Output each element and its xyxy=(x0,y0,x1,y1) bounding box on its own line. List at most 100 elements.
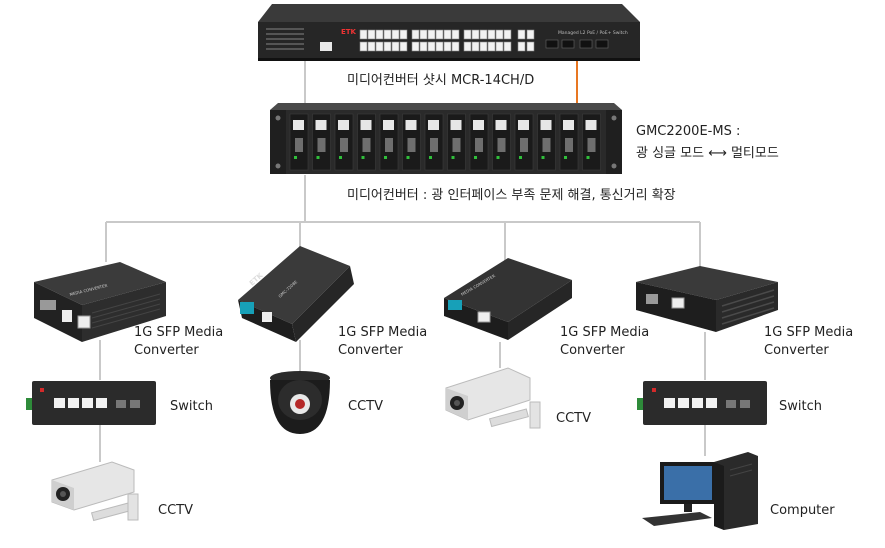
slot-rj45-port xyxy=(563,120,574,130)
computer xyxy=(642,452,758,530)
slot-led xyxy=(541,156,545,159)
branch2-cctv-label: CCTV xyxy=(348,399,383,414)
branch4-converter-label-2: Converter xyxy=(764,343,829,358)
slot-led xyxy=(586,156,590,159)
slot-rj45-port xyxy=(383,120,394,130)
slot-led xyxy=(429,156,432,159)
slot-sfp-port xyxy=(520,138,528,152)
switch-port xyxy=(463,29,472,40)
switch-port xyxy=(443,41,452,52)
switch-port xyxy=(383,29,392,40)
switch-port xyxy=(479,41,488,52)
slot-rj45-port xyxy=(473,120,484,130)
switch-port xyxy=(451,29,460,40)
slot-led xyxy=(294,156,297,159)
switch-port xyxy=(411,41,420,52)
media-converter-1: MEDIA CONVERTER xyxy=(34,262,166,342)
slot-rj45-port xyxy=(428,120,439,130)
chassis-note: 미디어컨버터 : 광 인터페이스 부족 문제 해결, 통신거리 확장 xyxy=(347,188,676,203)
dome-camera xyxy=(270,371,330,434)
switch-port xyxy=(427,41,436,52)
switch-port xyxy=(367,41,376,52)
slot-led xyxy=(564,156,567,159)
switch-port xyxy=(463,41,472,52)
slot-rj45-port xyxy=(405,120,417,130)
slot-sfp-port xyxy=(452,138,461,152)
slot-sfp-port xyxy=(475,138,483,152)
switch-port xyxy=(399,29,408,40)
branch4-converter-label-1: 1G SFP Media xyxy=(764,325,854,340)
switch-port xyxy=(479,29,488,40)
branch1-cctv-label: CCTV xyxy=(158,503,193,518)
slot-led xyxy=(474,156,477,159)
branch2-converter-label-1: 1G SFP Media xyxy=(338,325,428,340)
slot-sfp-port xyxy=(565,138,573,152)
chassis-caption: 미디어컨버터 샷시 MCR-14CH/D xyxy=(347,73,535,88)
slot-sfp-port xyxy=(587,138,596,152)
switch-port xyxy=(359,41,368,52)
switch-port xyxy=(419,41,428,52)
switch-port xyxy=(419,29,428,40)
switch-port xyxy=(487,29,496,40)
switch-port xyxy=(383,41,392,52)
branch4-switch-label: Switch xyxy=(779,399,822,414)
din-switch-2 xyxy=(637,381,767,425)
switch-port xyxy=(359,29,368,40)
switch-port xyxy=(375,29,384,40)
switch-port xyxy=(471,41,480,52)
slot-sfp-port xyxy=(542,138,551,152)
media-converter-2: ETK GMC-7208E xyxy=(238,246,354,342)
slot-led xyxy=(519,156,522,159)
slot-sfp-port xyxy=(407,138,416,152)
switch-port xyxy=(391,29,400,40)
branch2-converter-label-2: Converter xyxy=(338,343,403,358)
slot-sfp-port xyxy=(362,138,371,152)
bullet-camera-2 xyxy=(445,367,541,429)
switch-port xyxy=(503,41,512,52)
slot-rj45-port xyxy=(540,120,552,130)
switch-port xyxy=(503,29,512,40)
switch-port xyxy=(367,29,376,40)
slot-led xyxy=(451,156,455,159)
slot-rj45-port xyxy=(315,120,327,130)
slot-sfp-port xyxy=(497,138,506,152)
branch3-converter-label-2: Converter xyxy=(560,343,625,358)
switch-model-text: Managed L2 PoE / PoE+ Switch xyxy=(558,30,628,36)
switch-port xyxy=(526,29,535,40)
branch4-computer-label: Computer xyxy=(770,503,835,518)
switch-port xyxy=(391,41,400,52)
slot-rj45-port xyxy=(495,120,507,130)
slot-rj45-port xyxy=(360,120,372,130)
switch-port xyxy=(495,41,504,52)
branch1-converter-label-1: 1G SFP Media xyxy=(134,325,224,340)
branch3-cctv-label: CCTV xyxy=(556,411,591,426)
branch1-switch-label: Switch xyxy=(170,399,213,414)
switch-port xyxy=(471,29,480,40)
slot-sfp-port xyxy=(317,138,326,152)
switch-port xyxy=(517,41,526,52)
switch-port xyxy=(526,41,535,52)
switch-brand: ETK xyxy=(341,28,357,36)
switch-port xyxy=(435,41,444,52)
managed-switch: ETK Managed L2 PoE / PoE+ Switch xyxy=(258,4,640,61)
slot-rj45-port xyxy=(585,120,597,130)
slot-led xyxy=(361,156,365,159)
switch-port xyxy=(487,41,496,52)
slot-sfp-port xyxy=(295,138,303,152)
slot-sfp-port xyxy=(385,138,393,152)
slot-rj45-port xyxy=(293,120,304,130)
switch-port xyxy=(495,29,504,40)
slot-led xyxy=(406,156,410,159)
slot-sfp-port xyxy=(430,138,438,152)
switch-port xyxy=(435,29,444,40)
switch-port xyxy=(399,41,408,52)
media-converter-4 xyxy=(636,266,778,332)
slot-led xyxy=(384,156,387,159)
switch-port xyxy=(427,29,436,40)
media-converter-3: MEDIA CONVERTER xyxy=(444,258,572,340)
switch-port xyxy=(411,29,420,40)
slot-rj45-port xyxy=(450,120,462,130)
converter-model: GMC2200E-MS : xyxy=(636,124,741,139)
switch-port xyxy=(517,29,526,40)
